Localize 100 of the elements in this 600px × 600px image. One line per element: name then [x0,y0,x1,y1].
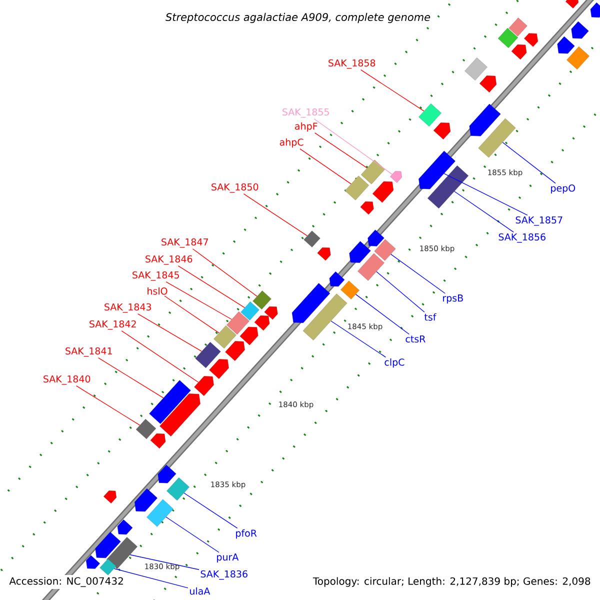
gene-block [566,46,590,70]
gene-label: SAK_1843 [104,303,152,313]
gene-block [226,311,250,335]
leader-line [444,173,528,216]
gene-label: SAK_1836 [200,570,248,580]
gene-block [557,36,575,54]
gene-block [214,326,236,349]
gene-block [302,294,348,340]
leader-line [137,314,202,352]
gene-block [146,499,174,527]
gene-block [158,464,176,484]
leader-line [502,142,556,184]
leader-line [376,271,425,312]
gene-label: tsf [424,313,436,321]
footer-text: Accession: NC_007432 [7,575,126,589]
gene-block [374,239,396,261]
gene-label: purA [217,554,239,562]
gene-block [418,150,456,190]
gene-label: SAK_1841 [66,347,112,357]
leader-line [178,266,246,308]
gene-block [209,359,229,379]
gene-block [136,418,156,440]
gene-label: SAK_1856 [498,233,546,243]
gene-label: hslO [148,287,168,295]
gene-block [464,57,488,81]
gene-block [428,166,468,208]
gene-label: SAK_1842 [90,320,136,330]
gene-label: SAK_1858 [328,59,376,69]
leader-line [314,118,393,175]
gene-block [317,247,331,261]
gene-block [100,558,116,576]
gene-block [264,306,278,320]
leader-line [121,330,199,383]
gene-block [349,241,371,263]
gene-label: ahpC [280,138,304,148]
gene-block [508,18,528,36]
leader-line [130,554,200,570]
leader-line [192,248,258,297]
gene-label: SAK_1840 [44,375,90,385]
gene-block [252,290,272,310]
leader-line [243,194,308,236]
gene-block [524,33,538,47]
leader-line [114,568,188,588]
gene-block [571,21,589,39]
gene-label: ahpF [295,122,318,132]
leader-line [300,148,352,184]
gene-block [304,230,320,248]
gene-block [194,376,214,396]
gene-block [360,201,374,215]
leader-line [164,296,220,334]
gene-block [134,488,158,512]
gene-label: SAK_1846 [146,255,192,265]
leader-line [390,254,446,294]
gene-block [150,434,166,448]
gene-block [166,478,190,501]
gene-block [511,44,527,60]
leader-line [184,492,238,529]
gene-block [360,160,386,184]
gene-label: rpsB [443,294,463,304]
gene-label: clpC [384,358,404,368]
title: Streptococcus agalactiae A909, complete genome [166,12,430,24]
gene-block [418,103,442,127]
gene-block [86,555,100,569]
gene-block [480,76,496,92]
gene-block [329,272,345,286]
gene-block [566,0,578,8]
gene-block [195,342,221,368]
gene-block [358,253,384,281]
leader-line [360,70,424,112]
gene-block [104,490,116,504]
gene-label: ctsR [406,335,426,343]
leader-line [454,191,514,232]
leader-line [355,294,410,335]
leader-line [314,132,368,168]
gene-label: SAK_1855 [282,108,329,118]
footer-text: Topology: circular; Length: 2,127,839 bp; Genes: 2,098 [310,575,593,589]
gene-block [254,316,270,330]
gene-block [117,520,133,534]
gene-block [390,171,402,183]
gene-block [160,394,200,436]
gene-label: SAK_1857 [516,216,562,226]
gene-block [95,532,121,558]
gene-block [344,176,370,200]
leader-line [166,516,220,553]
leader-line [76,386,140,426]
gene-block [372,181,394,203]
gene-block [240,302,260,320]
leader-line [330,320,386,358]
gene-block [149,380,191,424]
leader-line [98,358,164,398]
gene-block [590,2,600,18]
gene-label: pfoR [236,529,257,539]
leader-line [166,282,232,320]
gene-block [469,104,501,136]
gene-block [498,28,518,48]
gene-block [240,326,258,346]
gene-block [368,230,384,246]
gene-block [434,122,450,140]
gene-label: pepO [551,184,576,194]
gene-block [225,341,245,361]
